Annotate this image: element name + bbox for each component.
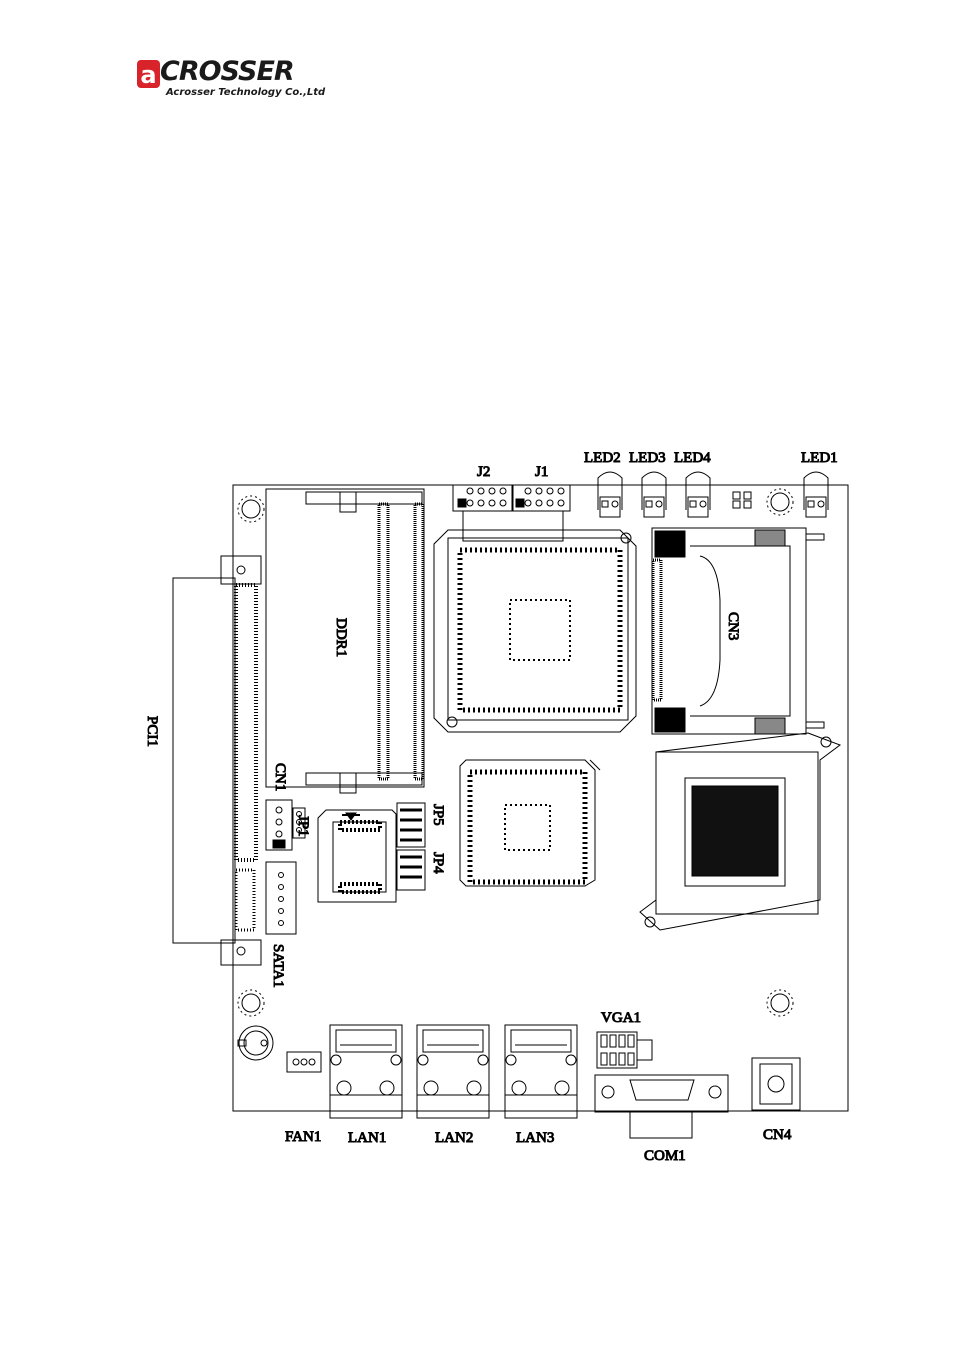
j2-header	[452, 484, 514, 512]
label-sata1: SATA1	[270, 944, 286, 988]
ddr1-slot	[265, 488, 425, 794]
label-jp1: JP1	[295, 815, 311, 837]
label-lan3: LAN3	[516, 1130, 554, 1146]
label-j1: J1	[535, 464, 548, 480]
label-cn4: CN4	[763, 1127, 792, 1143]
label-com1: COM1	[644, 1148, 686, 1164]
label-led1: LED1	[801, 450, 838, 466]
led4-component	[685, 471, 711, 518]
mounting-hole-top-left	[237, 495, 265, 523]
cpu-bga-package	[433, 529, 637, 733]
mounting-hole-bottom-left	[237, 989, 265, 1017]
j1-header	[511, 484, 571, 512]
cn3-compactflash-slot	[651, 527, 825, 735]
label-led4: LED4	[674, 450, 711, 466]
label-fan1: FAN1	[285, 1129, 321, 1145]
lan1-jack	[329, 1024, 403, 1119]
label-lan2: LAN2	[435, 1130, 473, 1146]
acrosser-logo: a CROSSER Acrosser Technology Co.,Ltd	[136, 54, 326, 102]
small-jumpers	[732, 491, 752, 509]
cn4-power-jack	[751, 1057, 801, 1111]
cn1-connector	[265, 799, 293, 851]
logo-wordmark: CROSSER	[160, 56, 295, 87]
label-cn3: CN3	[725, 612, 741, 640]
label-jp5: JP5	[430, 804, 446, 826]
plcc-chip	[317, 809, 397, 903]
jp1-jumper	[292, 807, 306, 839]
led2-component	[597, 471, 623, 518]
battery-holder	[237, 1025, 274, 1061]
jp4-jumper	[396, 849, 426, 891]
vga1-header	[596, 1031, 653, 1069]
fan1-header	[286, 1051, 322, 1073]
pci1-slot	[172, 555, 262, 966]
lan2-jack	[416, 1024, 490, 1119]
logo-mark-letter: a	[140, 61, 156, 89]
mounting-hole-top-right	[766, 488, 794, 516]
logo-mark-icon: a	[137, 60, 160, 89]
label-led3: LED3	[629, 450, 666, 466]
logo-subtitle: Acrosser Technology Co.,Ltd	[166, 87, 326, 98]
lan3-jack	[504, 1024, 578, 1119]
jp5-jumper	[396, 802, 426, 848]
label-pci1: PCI1	[144, 716, 160, 747]
label-cn1: CN1	[272, 763, 288, 791]
sata1-connector	[265, 861, 297, 935]
label-vga1: VGA1	[601, 1010, 641, 1026]
label-ddr1: DDR1	[333, 618, 349, 657]
label-lan1: LAN1	[348, 1130, 386, 1146]
chipset-bga-package	[459, 759, 601, 887]
northbridge-heatsink	[639, 732, 842, 931]
com1-db9-connector	[594, 1074, 729, 1139]
label-j2: J2	[477, 464, 490, 480]
label-jp4: JP4	[430, 852, 446, 874]
header-outline	[462, 510, 564, 542]
led3-component	[641, 471, 667, 518]
label-led2: LED2	[584, 450, 621, 466]
mounting-hole-bottom-right	[766, 989, 794, 1017]
led1-component	[803, 471, 829, 518]
